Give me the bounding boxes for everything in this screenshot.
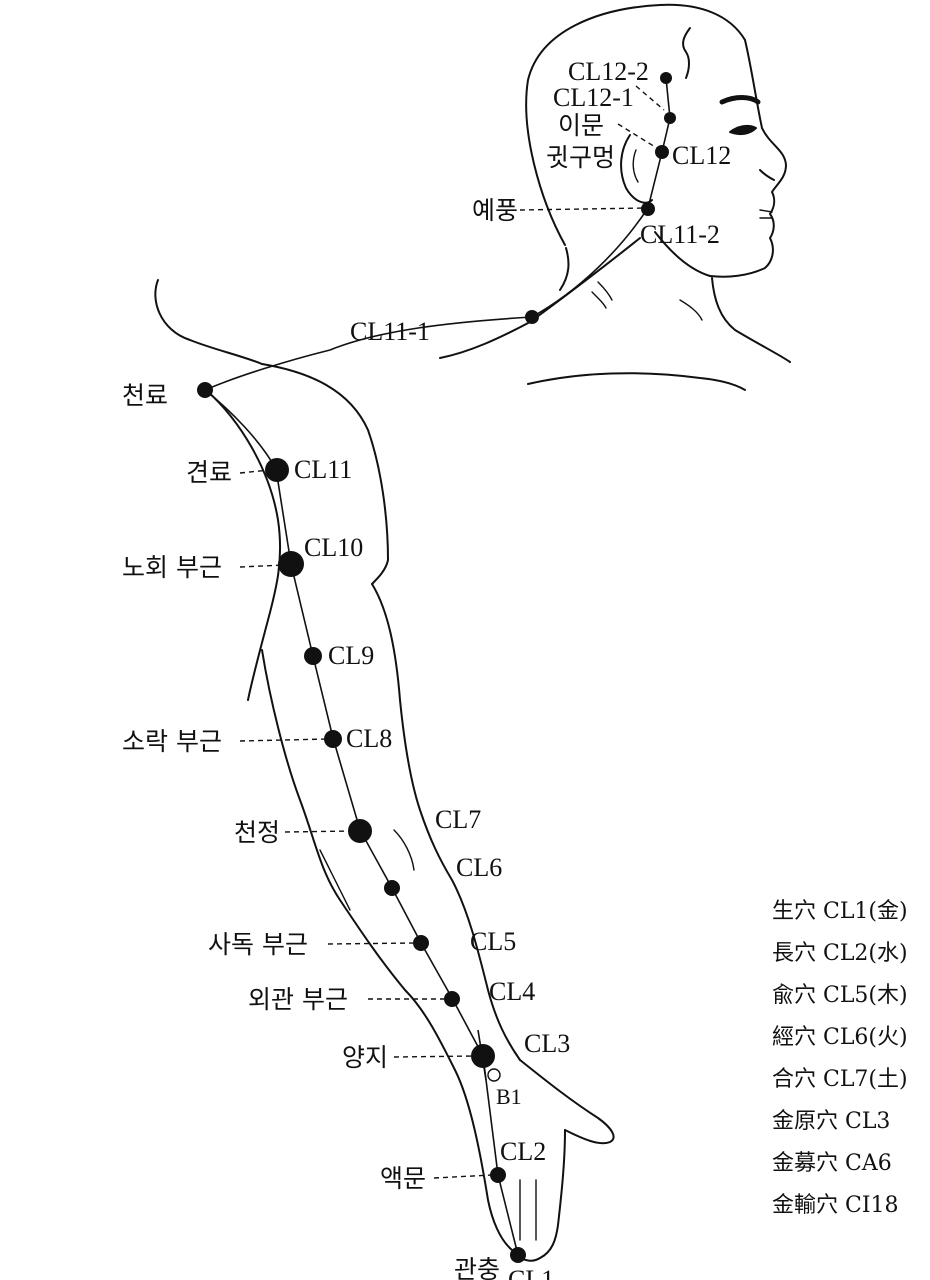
label-cl11-2: CL11-2 [640,220,720,249]
point-sadok [413,935,429,951]
label-cl10: CL10 [304,533,363,562]
legend-item: 長穴 CL2(水) [772,941,908,966]
label-cl6: CL6 [456,853,502,882]
point-b1 [487,1068,501,1082]
label-cl11-1: CL11-1 [350,317,430,346]
legend-item: 兪穴 CL5(木) [772,983,908,1008]
label-aekmun: 액문 [380,1164,426,1193]
legend: 生穴 CL1(金) 長穴 CL2(水) 兪穴 CL5(木) 經穴 CL6(火) … [772,899,908,1218]
point-cl8 [324,730,342,748]
label-cl12-2: CL12-2 [568,57,649,86]
label-cl5: CL5 [470,927,516,956]
label-gwanchung: 관충 [454,1255,500,1280]
label-cl11: CL11 [294,455,352,484]
label-yepung: 예풍 [472,196,518,225]
meridian-line [204,77,671,1256]
label-sadok: 사독 부근 [208,930,308,959]
leader-lines [239,85,665,1179]
label-cl8: CL8 [346,724,392,753]
acupoints [197,72,676,1263]
label-cl12: CL12 [672,141,731,170]
label-cl2: CL2 [500,1137,546,1166]
label-cl1: CL1 [508,1265,554,1280]
point-cl11-2 [641,202,655,216]
label-b1: B1 [496,1084,522,1109]
legend-item: 生穴 CL1(金) [772,899,908,924]
legend-item: 經穴 CL6(火) [772,1025,908,1050]
label-gwitgumeong: 귓구멍 [546,143,615,172]
point-cheonryo [197,382,213,398]
point-cl11-1 [525,310,539,324]
point-cl2 [490,1167,506,1183]
label-cl3: CL3 [524,1029,570,1058]
label-cheonjeong: 천정 [234,818,280,847]
point-oegwan [444,991,460,1007]
point-cl10 [278,551,304,577]
legend-item: 合穴 CL7(土) [772,1067,908,1092]
label-imun: 이문 [558,111,604,140]
label-nohoe: 노회 부근 [122,553,222,582]
point-cl12-1 [664,112,676,124]
point-cl11 [265,458,289,482]
legend-item: 金輸穴 CI18 [772,1193,899,1218]
legend-item: 金募穴 CA6 [772,1151,892,1176]
legend-item: 金原穴 CL3 [772,1109,890,1134]
point-yangji [471,1044,495,1068]
point-cl12 [655,145,669,159]
point-cl6-dot [384,880,400,896]
arm-outline [154,279,615,1262]
label-cl7: CL7 [435,805,481,834]
label-cl4: CL4 [489,977,535,1006]
label-cl12-1: CL12-1 [553,83,634,112]
label-sorak: 소락 부근 [122,727,222,756]
label-yangji: 양지 [342,1043,388,1072]
label-cl9: CL9 [328,641,374,670]
label-oegwan: 외관 부근 [248,985,348,1014]
label-cheonryo: 천료 [122,381,168,410]
point-cl9 [304,647,322,665]
point-cl1 [510,1247,526,1263]
label-gyeonryo: 견료 [186,458,232,487]
point-cheonjeong [348,819,372,843]
point-cl12-2 [660,72,672,84]
